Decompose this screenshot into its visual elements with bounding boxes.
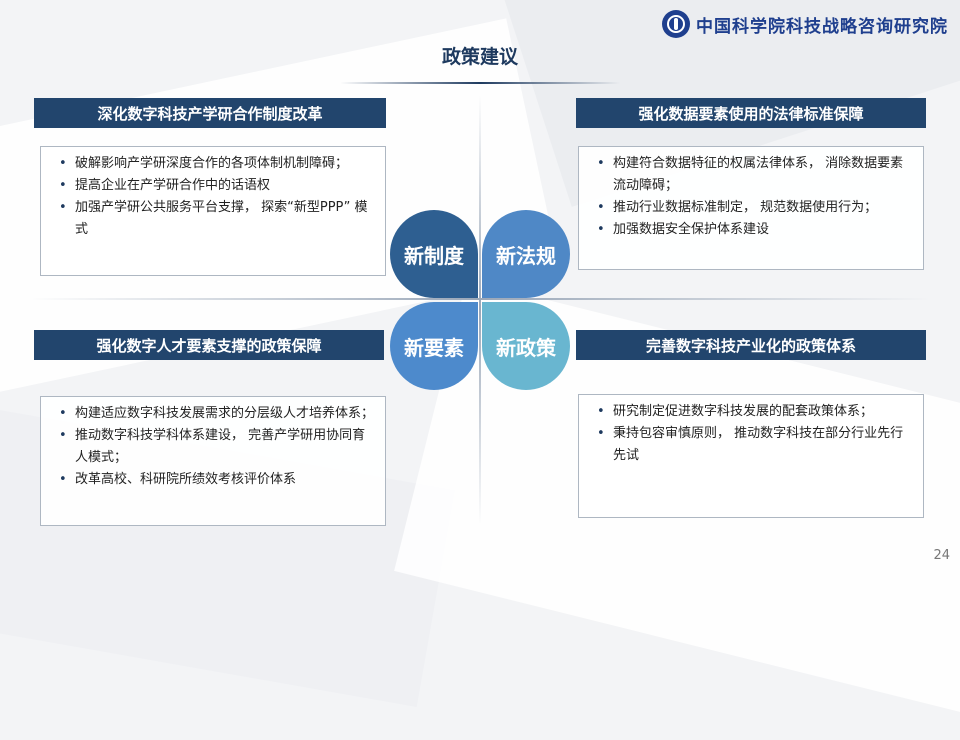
section-header-3: 强化数字人才要素支撑的政策保障 (34, 330, 384, 360)
section-content-1: 破解影响产学研深度合作的各项体制机制障碍； 提高企业在产学研合作中的话语权 加强… (40, 146, 386, 276)
vertical-divider (479, 95, 481, 525)
bullet-item: 推动数字科技学科体系建设， 完善产学研用协同育人模式； (59, 425, 375, 469)
bullet-item: 提高企业在产学研合作中的话语权 (59, 175, 375, 197)
page-title: 政策建议 (441, 46, 518, 68)
bullet-item: 加强数据安全保护体系建设 (597, 219, 913, 241)
page-number: 24 (933, 548, 950, 563)
quadrant-new-elements: 新要素 (390, 302, 478, 390)
bullet-item: 加强产学研公共服务平台支撑， 探索“新型PPP” 模式 (59, 197, 375, 241)
quadrant-new-policy: 新政策 (482, 302, 570, 390)
quadrant-new-regulations: 新法规 (482, 210, 570, 298)
institute-seal-icon (662, 10, 690, 38)
bullet-list: 构建符合数据特征的权属法律体系， 消除数据要素流动障碍； 推动行业数据标准制定，… (593, 153, 913, 241)
institute-name: 中国科学院科技战略咨询研究院 (696, 16, 948, 37)
bullet-item: 推动行业数据标准制定， 规范数据使用行为； (597, 197, 913, 219)
section-header-2: 强化数据要素使用的法律标准保障 (576, 98, 926, 128)
section-content-4: 研究制定促进数字科技发展的配套政策体系； 秉持包容审慎原则， 推动数字科技在部分… (578, 394, 924, 518)
bullet-item: 改革高校、科研院所绩效考核评价体系 (59, 469, 375, 491)
bullet-item: 研究制定促进数字科技发展的配套政策体系； (597, 401, 913, 423)
title-underline (340, 82, 620, 84)
bullet-item: 破解影响产学研深度合作的各项体制机制障碍； (59, 153, 375, 175)
bullet-item: 构建符合数据特征的权属法律体系， 消除数据要素流动障碍； (597, 153, 913, 197)
bullet-list: 破解影响产学研深度合作的各项体制机制障碍； 提高企业在产学研合作中的话语权 加强… (55, 153, 375, 241)
bullet-list: 研究制定促进数字科技发展的配套政策体系； 秉持包容审慎原则， 推动数字科技在部分… (593, 401, 913, 467)
institute-logo: 中国科学院科技战略咨询研究院 (662, 8, 948, 40)
bullet-item: 秉持包容审慎原则， 推动数字科技在部分行业先行先试 (597, 423, 913, 467)
section-header-4: 完善数字科技产业化的政策体系 (576, 330, 926, 360)
section-header-1: 深化数字科技产学研合作制度改革 (34, 98, 386, 128)
bullet-list: 构建适应数字科技发展需求的分层级人才培养体系； 推动数字科技学科体系建设， 完善… (55, 403, 375, 491)
bullet-item: 构建适应数字科技发展需求的分层级人才培养体系； (59, 403, 375, 425)
section-content-2: 构建符合数据特征的权属法律体系， 消除数据要素流动障碍； 推动行业数据标准制定，… (578, 146, 924, 270)
section-content-3: 构建适应数字科技发展需求的分层级人才培养体系； 推动数字科技学科体系建设， 完善… (40, 396, 386, 526)
quadrant-new-system: 新制度 (390, 210, 478, 298)
